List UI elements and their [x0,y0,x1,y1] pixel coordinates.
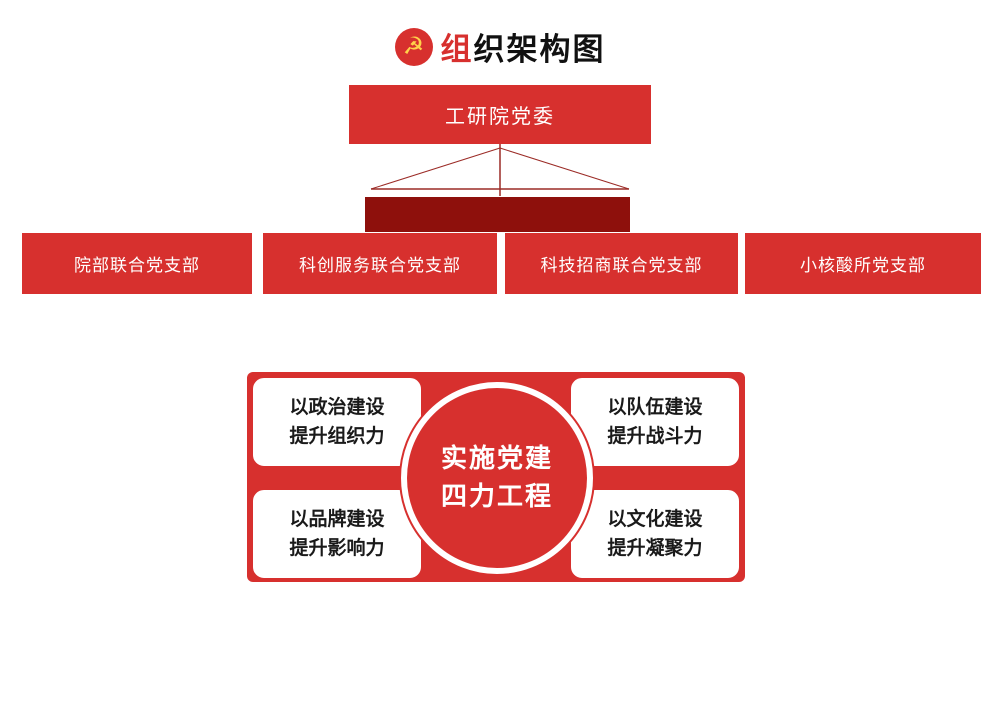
force-card-line1: 以文化建设 [607,508,703,530]
force-card-line1: 以政治建设 [289,396,385,418]
four-forces-center-label: 实施党建 四力工程 [407,388,587,568]
logo-title-red: 组 [440,32,474,67]
force-card-line2: 提升凝聚力 [607,538,703,559]
force-card-bottom-right: 以文化建设 提升凝聚力 [568,487,742,581]
org-branch-node: 科技招商联合党支部 [505,233,738,294]
four-forces-center-circle: 实施党建 四力工程 [399,380,595,576]
force-card-bottom-left: 以品牌建设 提升影响力 [250,487,424,581]
org-intermediate-bar [365,197,630,232]
org-branch-node: 院部联合党支部 [22,233,252,294]
force-card-top-left: 以政治建设 提升组织力 [250,375,424,469]
force-card-line1: 以品牌建设 [289,508,385,530]
force-card-top-right: 以队伍建设 提升战斗力 [568,375,742,469]
party-emblem-icon: ☭ [394,27,433,66]
force-card-line2: 提升组织力 [289,426,385,447]
force-card-line2: 提升战斗力 [607,426,703,447]
center-label-line1: 实施党建 [440,443,553,474]
site-logo: ☭ 组织架构图 [0,24,1000,69]
logo-title: 组织架构图 [441,24,606,69]
org-branch-node: 科创服务联合党支部 [263,233,497,294]
logo-title-black: 织架构图 [473,32,606,67]
org-root-node: 工研院党委 [349,85,651,144]
force-card-line1: 以队伍建设 [607,396,703,418]
center-label-line2: 四力工程 [440,481,553,511]
org-branch-node: 小核酸所党支部 [745,233,981,294]
force-card-line2: 提升影响力 [289,538,385,559]
